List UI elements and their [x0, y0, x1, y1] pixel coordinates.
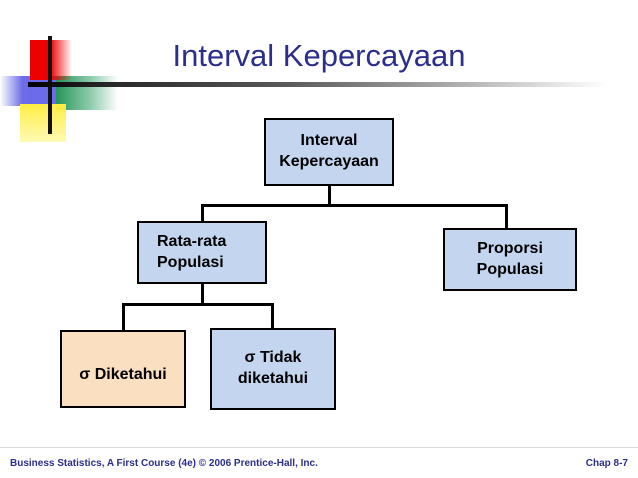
node-prop-line1: Proporsi	[477, 239, 543, 257]
logo-yellow-square	[20, 104, 66, 142]
connector-to-proportion	[505, 204, 508, 229]
footer-copyright: Business Statistics, A First Course (4e)…	[10, 458, 318, 469]
node-proporsi-populasi[interactable]: Proporsi Populasi	[443, 228, 577, 291]
node-prop-line2: Populasi	[476, 260, 544, 278]
connector-level1-bus	[201, 204, 508, 207]
node-interval-kepercayaan[interactable]: Interval Kepercayaan	[264, 118, 394, 186]
node-rata-rata-populasi[interactable]: Rata-rata Populasi	[137, 221, 267, 284]
node-root-line1: Interval	[300, 132, 358, 150]
page-title: Interval Kepercayaan	[172, 38, 466, 73]
node-mean-line2: Populasi	[157, 253, 224, 271]
connector-root-stem	[328, 186, 331, 206]
connector-level2-bus	[122, 303, 274, 306]
node-mean-line1: Rata-rata	[157, 232, 227, 250]
node-sigma-unknown-line2: diketahui	[237, 370, 309, 387]
node-sigma-unknown-line1: σ Tidak	[244, 349, 302, 367]
node-sigma-tidak-diketahui[interactable]: σ Tidak diketahui	[210, 328, 336, 410]
node-sigma-diketahui[interactable]: σ Diketahui	[60, 330, 186, 408]
prentice-hall-logo-icon	[0, 24, 120, 142]
header-divider-rule	[28, 82, 608, 87]
footer-chapter-label: Chap 8-7	[585, 458, 628, 469]
logo-green-square	[56, 76, 118, 110]
connector-to-mean	[201, 204, 204, 222]
footer-divider	[0, 447, 638, 448]
connector-to-sigma-known	[122, 303, 125, 331]
logo-blue-square	[0, 76, 56, 106]
connector-mean-stem	[201, 284, 204, 305]
node-sigma-known-label: σ Diketahui	[79, 366, 167, 384]
node-root-line2: Kepercayaan	[279, 153, 379, 170]
connector-to-sigma-unknown	[271, 303, 274, 329]
